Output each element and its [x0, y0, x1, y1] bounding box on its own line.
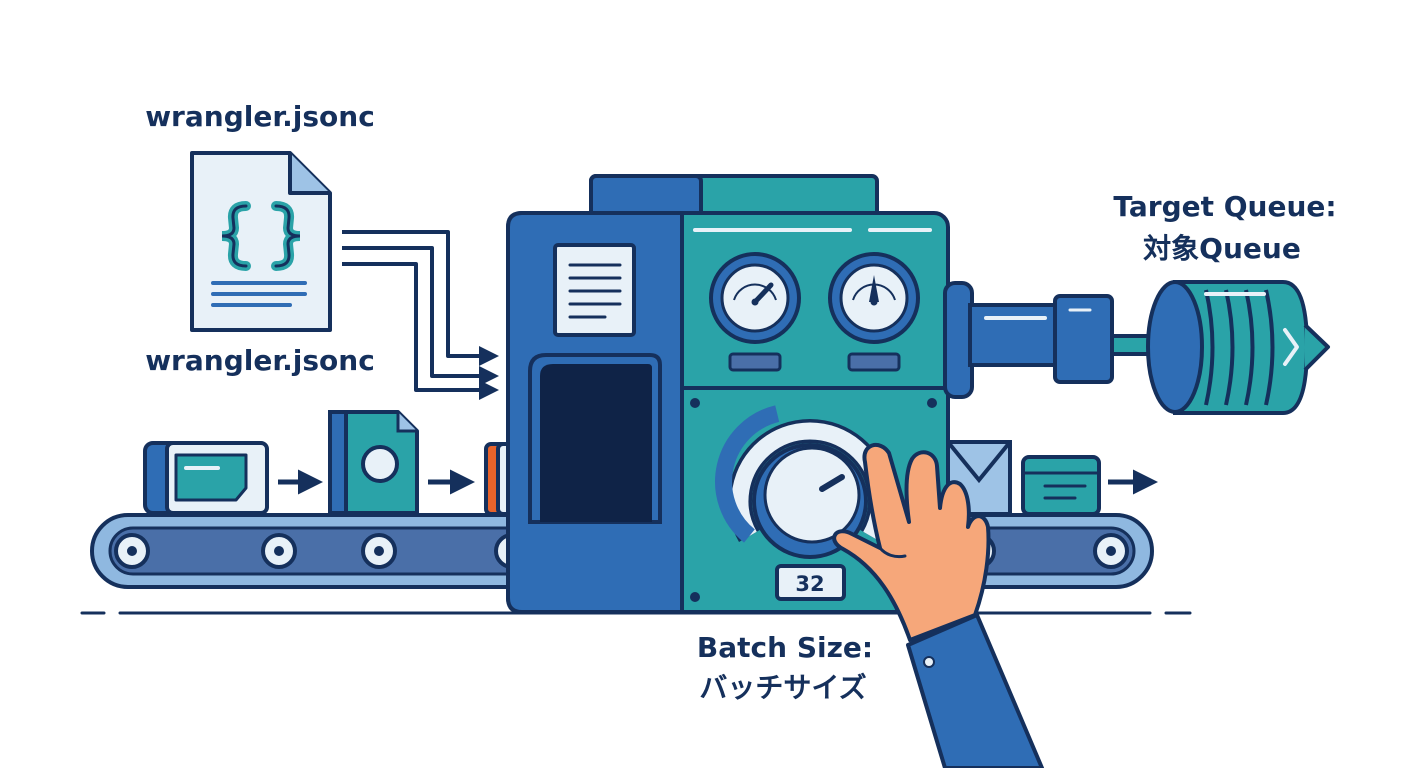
batch-size-label-ja: バッチサイズ: [699, 671, 866, 704]
output-pipe: [943, 281, 1174, 399]
curly-braces-file-icon: [190, 151, 332, 332]
batch-item-image-card: [143, 441, 269, 515]
batch-size-value: 32: [795, 572, 824, 596]
output-envelope-icon: [946, 440, 1012, 516]
speed-gauge-icon: [828, 252, 920, 372]
pressure-gauge-icon: [709, 252, 801, 372]
config-caption-label: wrangler.jsonc: [145, 344, 375, 377]
batch-size-display: 32: [775, 564, 846, 601]
config-title-label: wrangler.jsonc: [145, 100, 375, 133]
spec-sheet-panel: [553, 243, 636, 337]
machine-top-housing: [589, 174, 879, 223]
hand-turning-dial: [832, 442, 1044, 768]
batch-size-dial-icon[interactable]: [715, 405, 892, 559]
target-queue-label-ja: 対象Queue: [1143, 232, 1301, 265]
batch-size-label-en: Batch Size:: [697, 631, 873, 664]
target-queue-label-en: Target Queue:: [1113, 190, 1336, 223]
queue-cylinder-icon: [1146, 280, 1330, 415]
batch-item-circle-card: [328, 410, 419, 515]
output-box-icon: [1021, 455, 1101, 516]
machine-intake-opening: [528, 353, 662, 524]
config-connector-lines: [342, 230, 499, 400]
